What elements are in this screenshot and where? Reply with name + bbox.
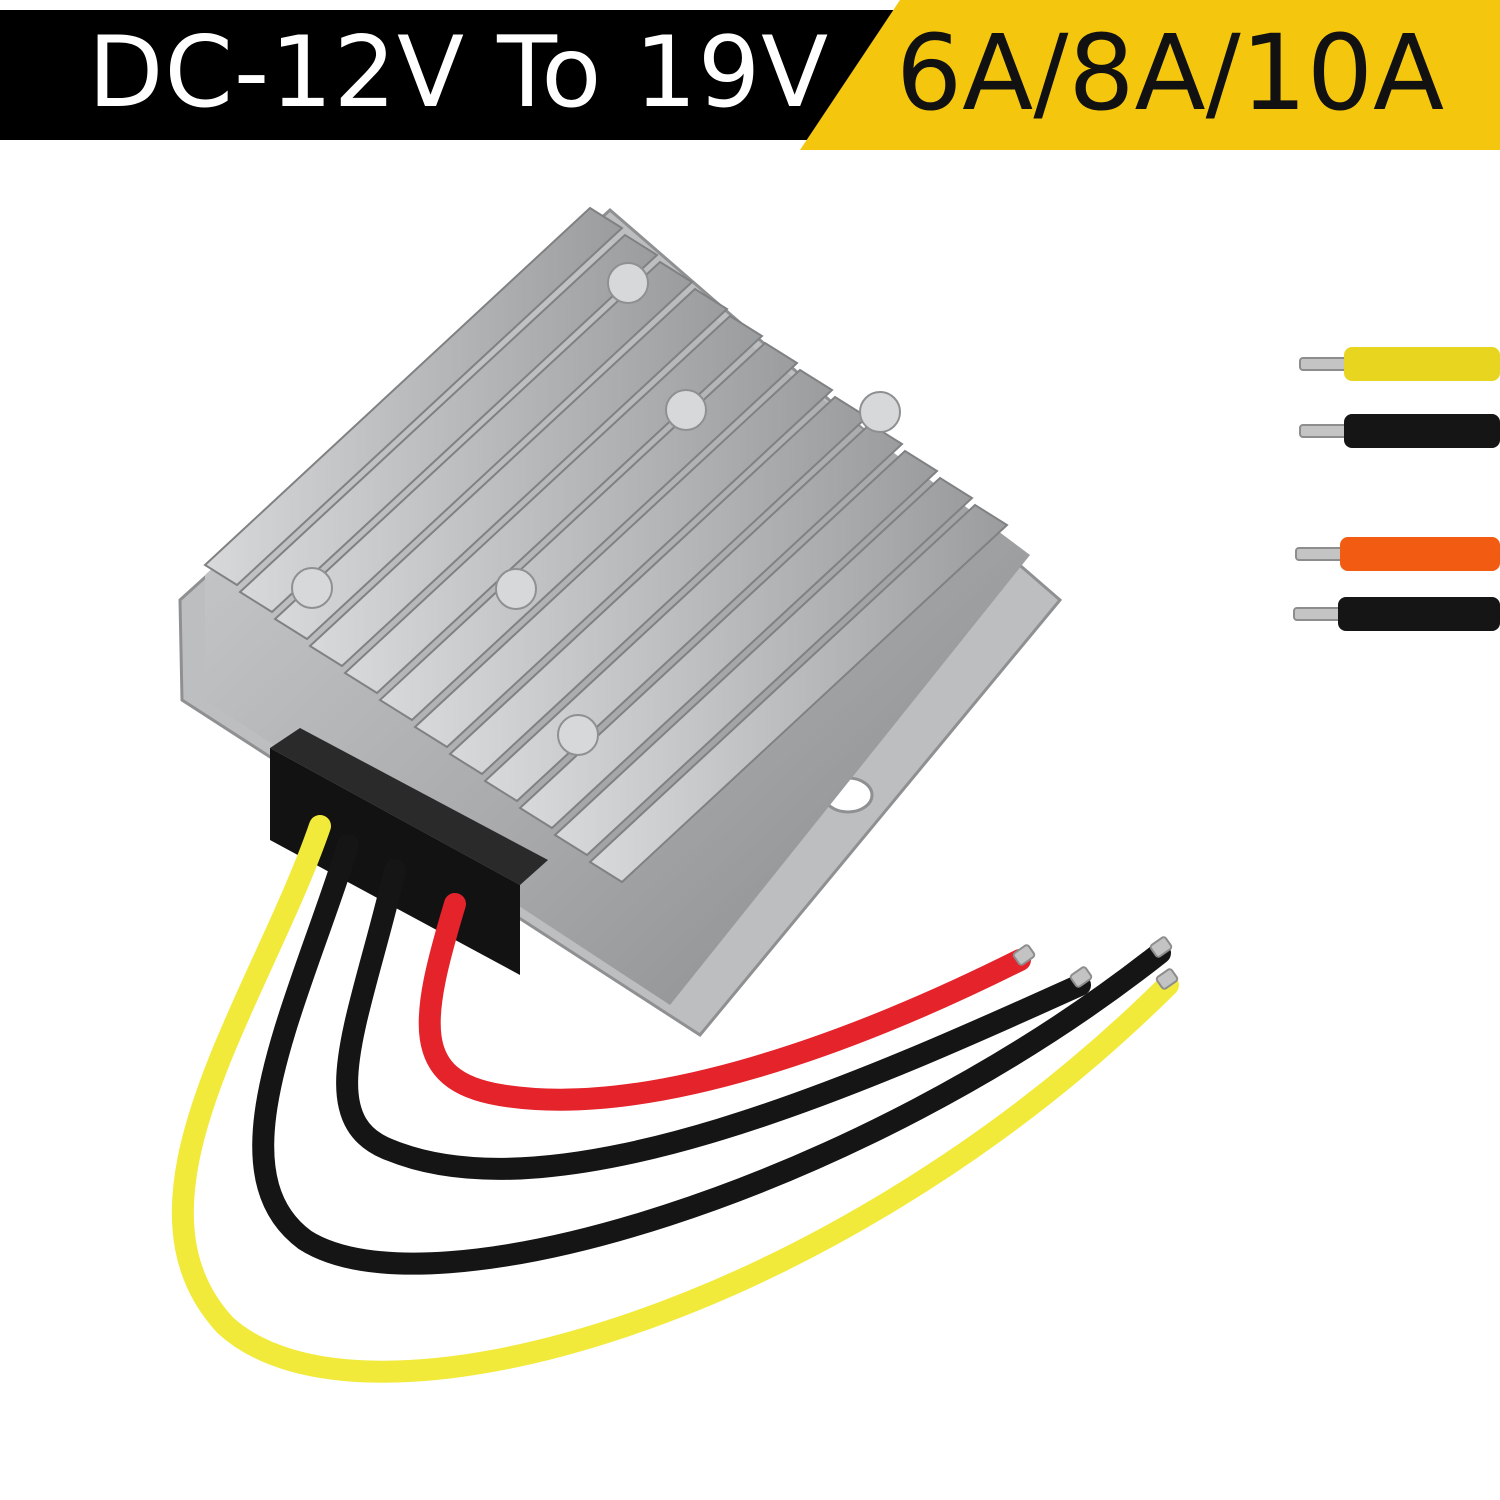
black-wire-outer xyxy=(252,834,1171,1275)
converter-illustration xyxy=(171,206,1500,1383)
heat-sink-fins xyxy=(203,206,1009,884)
legend-black-wire-top xyxy=(1344,414,1500,448)
legend-yellow-wire xyxy=(1344,347,1500,381)
red-wire xyxy=(418,893,1031,1111)
banner-accent-band xyxy=(800,0,1500,150)
wire-color-legend xyxy=(1293,347,1500,631)
yellow-wire xyxy=(171,815,1179,1383)
housing-rivets xyxy=(291,262,901,756)
voltage-title: DC-12V To 19V xyxy=(88,16,830,130)
cable-connector-top xyxy=(270,728,548,885)
black-wire-inner xyxy=(336,859,1091,1180)
legend-orange-wire xyxy=(1340,537,1500,571)
banner-background xyxy=(0,0,1500,150)
legend-black-wire-bottom xyxy=(1338,597,1500,631)
wire-tips xyxy=(1012,936,1179,990)
current-rating-title: 6A/8A/10A xyxy=(896,12,1445,134)
